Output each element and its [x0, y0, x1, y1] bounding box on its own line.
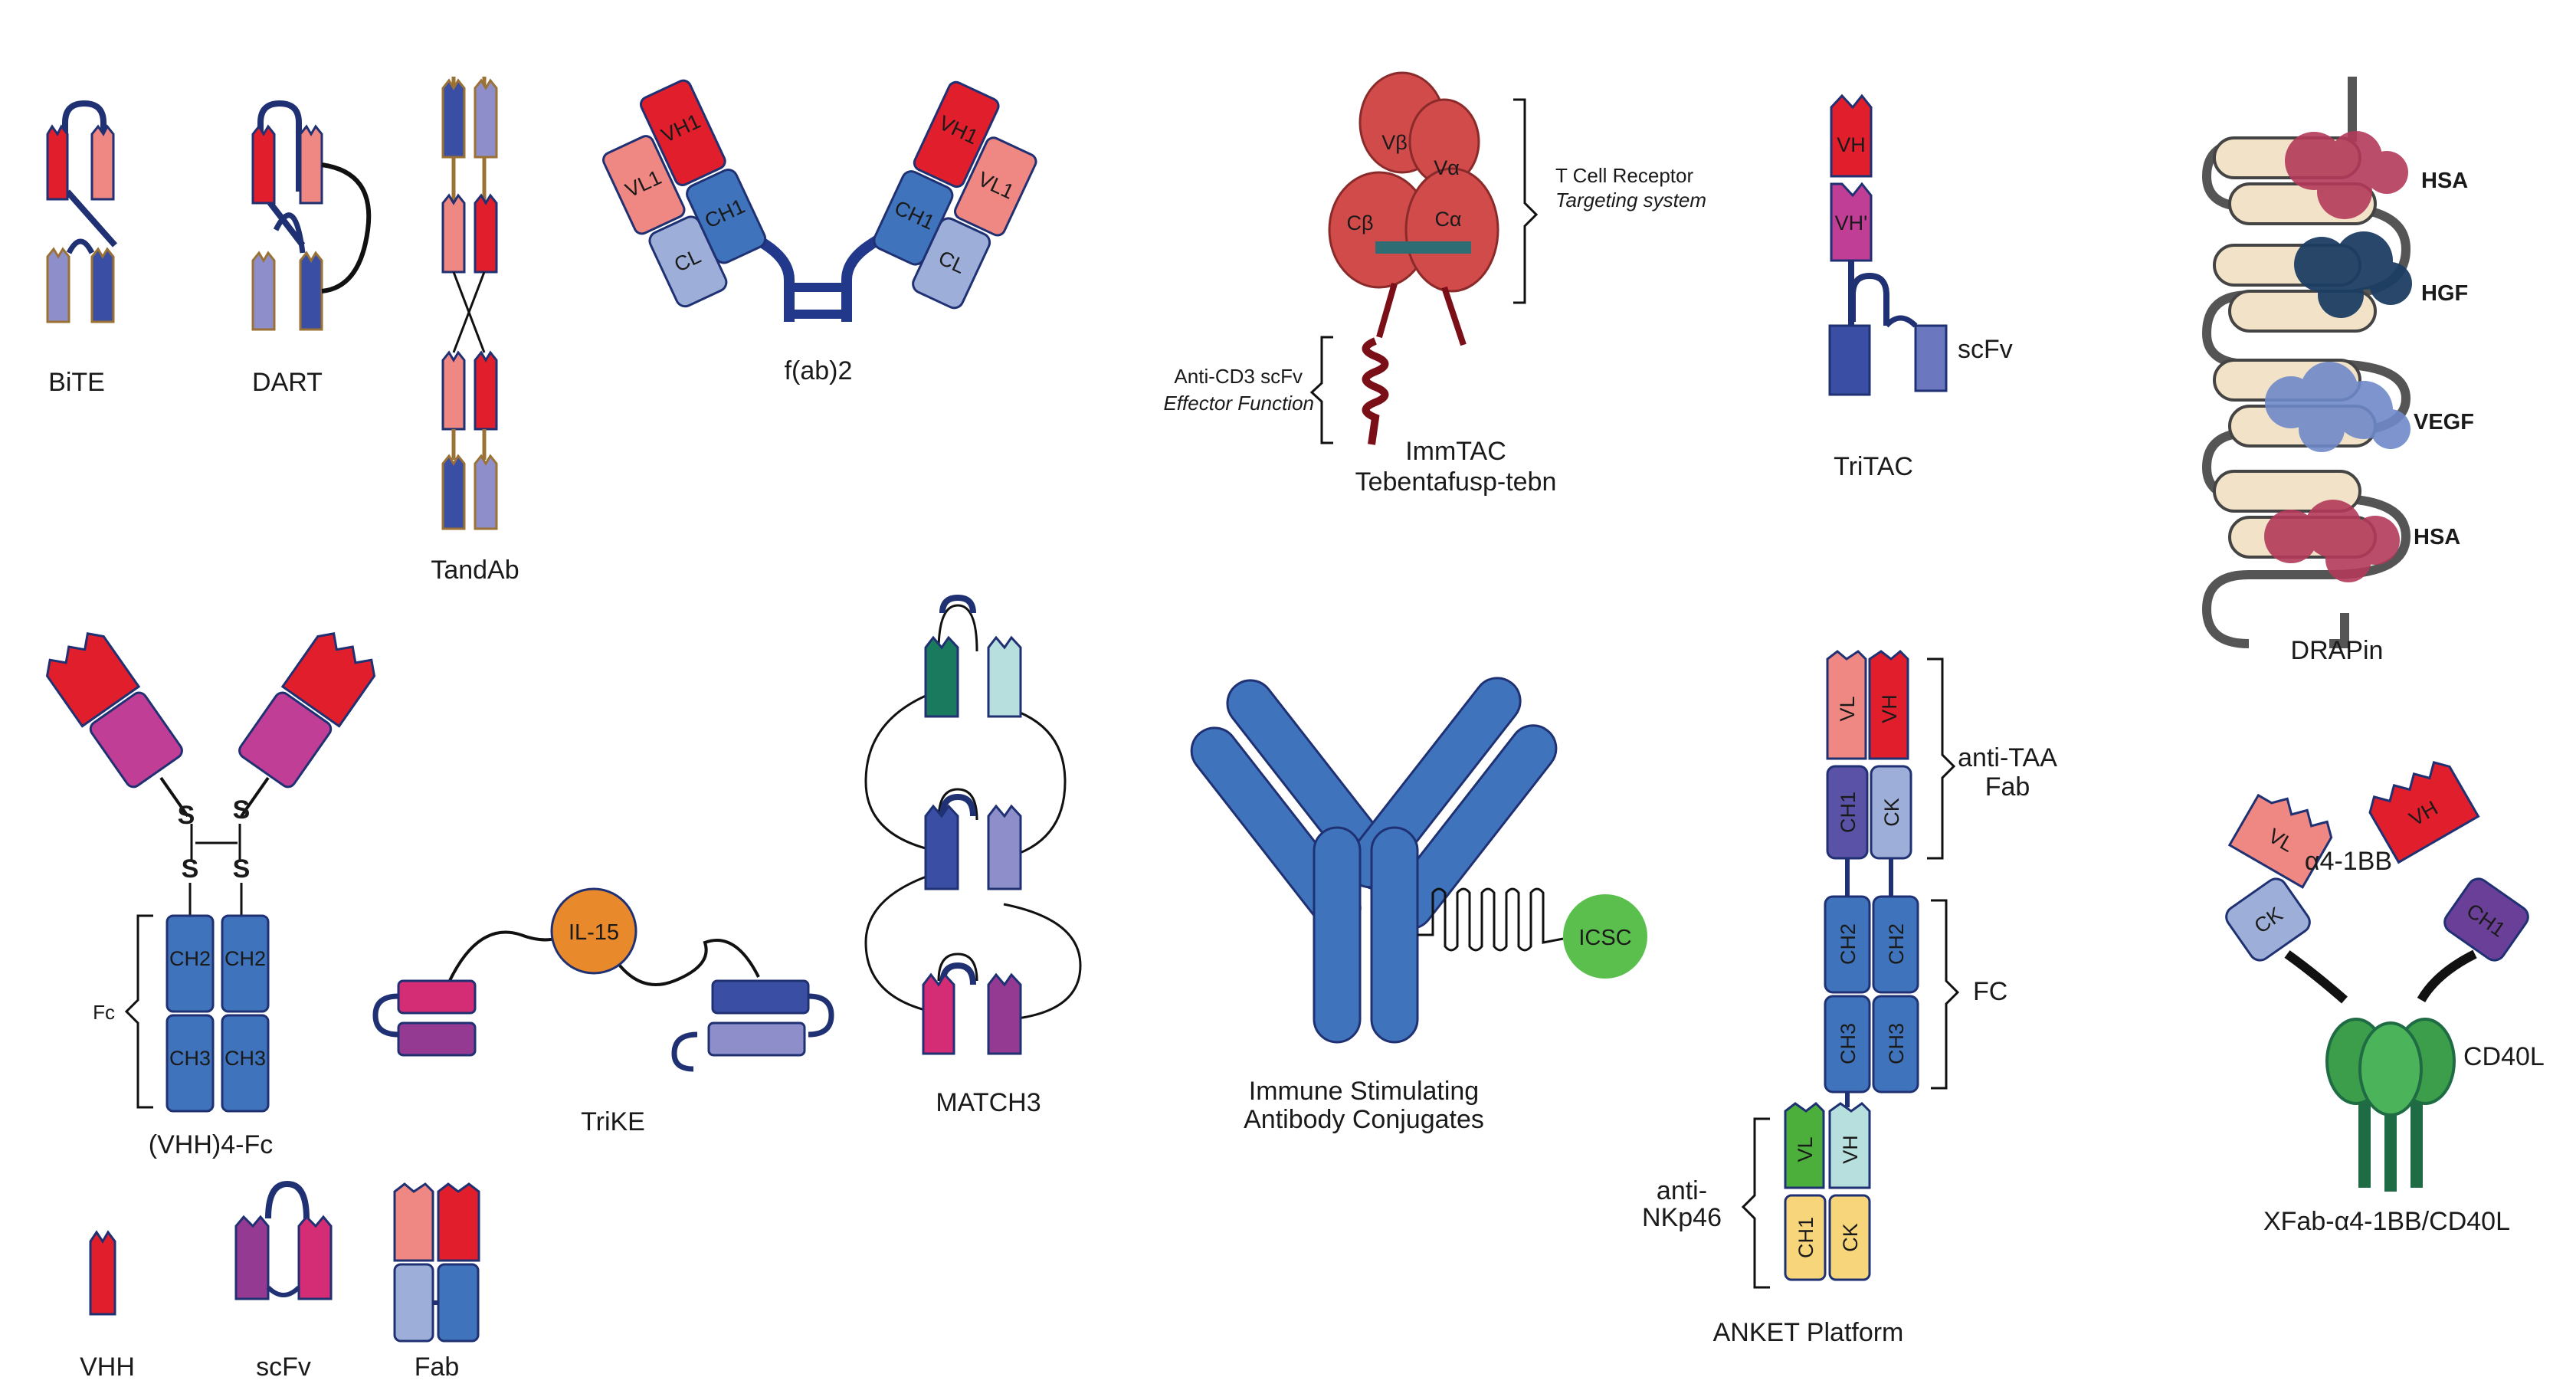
anket-vh-bottom: VH [1839, 1135, 1862, 1164]
anket-ch1-bottom: CH1 [1794, 1217, 1817, 1258]
tritac-vh-prime: VH' [1835, 211, 1868, 234]
drapin-construct: HSA HGF VEGF HSA DRAPin [2201, 77, 2474, 665]
tandab-label: TandAb [431, 556, 519, 585]
drapin-hsa-bottom: HSA [2414, 525, 2460, 549]
vhh4fc-label: (VHH)4-Fc [149, 1130, 273, 1159]
anket-ck-top: CK [1880, 798, 1903, 827]
anket-construct: VL VH CH1 CK CH2 CH2 CH3 CH3 VL VH CH1 C… [1642, 649, 2057, 1347]
vhh4fc-ch2-right: CH2 [224, 947, 266, 970]
anket-ck-bottom: CK [1839, 1223, 1862, 1252]
anket-ch3-left: CH3 [1837, 1023, 1860, 1064]
fab2-construct: VL1 VH1 CL CH1 VH1 VL1 CH1 CL f(ab)2 [602, 79, 1037, 385]
anket-anti-taa-1: anti-TAA [1958, 743, 2057, 772]
drapin-label: DRAPin [2291, 636, 2384, 665]
anket-vl-bottom: VL [1794, 1136, 1817, 1162]
tandab-construct: TandAb [431, 77, 519, 585]
il15-label: IL-15 [569, 920, 619, 945]
vhh4fc-construct: S S S S CH2 CH2 CH3 CH3 Fc (VHH)4-Fc [45, 632, 376, 1159]
disulfide-s-1: S [178, 801, 195, 830]
vhh4fc-fc: Fc [93, 1001, 115, 1024]
anket-label: ANKET Platform [1713, 1318, 1904, 1347]
vhh4fc-ch3-right: CH3 [224, 1047, 266, 1070]
legend-fab: Fab [393, 1182, 480, 1382]
anket-anti-taa-2: Fab [1985, 772, 2030, 802]
disulfide-s-2: S [233, 795, 251, 825]
anket-nkp46-2: NKp46 [1642, 1203, 1722, 1232]
anket-vl-top: VL [1836, 696, 1859, 721]
xfab-cd40l: CD40L [2463, 1042, 2545, 1071]
tritac-label: TriTAC [1834, 452, 1913, 481]
legend-vhh: VHH [80, 1230, 135, 1382]
cd3-label-1: Anti-CD3 scFv [1174, 365, 1303, 388]
anket-ch1-top: CH1 [1837, 792, 1860, 833]
isac-construct: ICSC Immune Stimulating Antibody Conjuga… [1190, 677, 1647, 1134]
immtac-vb: Vβ [1381, 131, 1408, 154]
tritac-construct: VH VH' scFv TriTAC [1828, 93, 2013, 481]
drapin-vegf: VEGF [2414, 410, 2474, 434]
xfab-a41bb: α4-1BB [2305, 847, 2392, 876]
anket-nkp46-1: anti- [1657, 1176, 1707, 1205]
cd3-label-2: Effector Function [1163, 392, 1314, 415]
fab2-label: f(ab)2 [785, 356, 853, 385]
xfab-label: XFab-α4-1BB/CD40L [2263, 1207, 2510, 1236]
immtac-label-1: ImmTAC [1405, 437, 1506, 466]
match3-construct: MATCH3 [864, 594, 1082, 1117]
fab-label: Fab [415, 1353, 460, 1382]
tritac-scfv-label: scFv [1958, 335, 2013, 364]
trike-construct: IL-15 TriKE [372, 887, 834, 1136]
isac-label-2: Antibody Conjugates [1244, 1105, 1484, 1134]
immtac-cb: Cβ [1346, 211, 1373, 234]
immtac-construct: Vβ Vα Cβ Cα T Cell Receptor Targeting sy… [1163, 71, 1706, 497]
tritac-vh: VH [1837, 133, 1866, 156]
trike-label: TriKE [581, 1107, 645, 1136]
xfab-construct: VL VH CK CH1 α4-1BB CD40L XFab-α4-1BB/CD… [2225, 761, 2545, 1236]
legend-scfv: scFv [234, 1180, 333, 1382]
vhh-label: VHH [80, 1353, 135, 1382]
anket-fc: FC [1973, 977, 2007, 1006]
disulfide-s-4: S [233, 854, 251, 884]
tcr-label-1: T Cell Receptor [1555, 164, 1693, 187]
dart-construct: DART [251, 100, 372, 397]
match3-label: MATCH3 [936, 1088, 1041, 1117]
icsc-label: ICSC [1578, 926, 1631, 950]
vhh4fc-ch2-left: CH2 [169, 947, 211, 970]
scfv-label: scFv [256, 1353, 311, 1382]
anket-ch2-left: CH2 [1837, 923, 1860, 965]
anket-ch3-right: CH3 [1885, 1023, 1908, 1064]
drapin-hsa-top: HSA [2421, 169, 2468, 193]
immtac-ca: Cα [1434, 208, 1461, 231]
anket-ch2-right: CH2 [1885, 923, 1908, 965]
vhh4fc-ch3-left: CH3 [169, 1047, 211, 1070]
bite-construct: BiTE [46, 100, 117, 397]
isac-label-1: Immune Stimulating [1249, 1077, 1479, 1106]
dart-label: DART [252, 368, 323, 397]
immtac-label-2: Tebentafusp-tebn [1355, 467, 1557, 497]
disulfide-s-3: S [182, 854, 199, 884]
tcr-label-2: Targeting system [1555, 189, 1706, 211]
bite-label: BiTE [48, 368, 105, 397]
anket-vh-top: VH [1878, 694, 1901, 723]
drapin-hgf: HGF [2421, 281, 2468, 306]
immtac-va: Vα [1434, 156, 1460, 179]
